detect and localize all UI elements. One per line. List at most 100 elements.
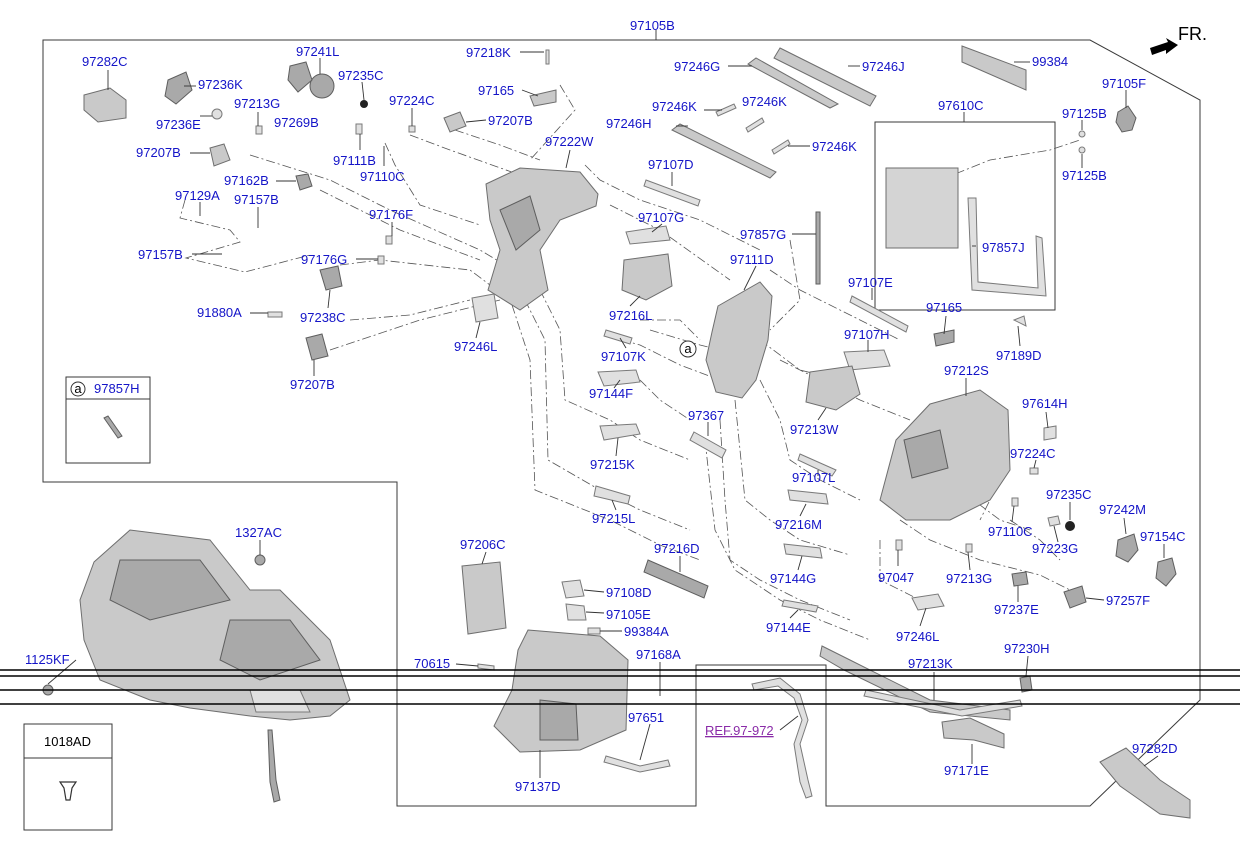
callout-97213w: 97213W — [790, 422, 839, 437]
callout-97223g: 97223G — [1032, 541, 1078, 556]
callout-1125kf: 1125KF — [25, 652, 70, 667]
part-97857g — [815, 211, 821, 285]
callout-97047: 97047 — [878, 570, 914, 585]
callout-97108d: 97108D — [606, 585, 652, 600]
callout-97235c: 97235C — [1046, 487, 1092, 502]
part-97154c — [1155, 557, 1177, 587]
callout-97367: 97367 — [688, 408, 724, 423]
callout-97216d: 97216D — [654, 541, 700, 556]
part-97222w-detail — [499, 195, 541, 251]
callout-97241l: 97241L — [296, 44, 339, 59]
callout-97111d: 97111D — [730, 252, 774, 267]
part-97144g — [783, 543, 823, 559]
part-99384 — [961, 45, 1027, 91]
callout-97246k: 97246K — [812, 139, 857, 154]
callout-97238c: 97238C — [300, 310, 346, 325]
callout-97651: 97651 — [628, 710, 664, 725]
callout-97107h: 97107H — [844, 327, 890, 342]
part-97215l — [593, 485, 631, 505]
inset-a-marker-text: a — [74, 381, 82, 396]
callout-97168a: 97168A — [636, 647, 681, 662]
callout-97610c: 97610C — [938, 98, 984, 113]
part-97651 — [603, 755, 671, 773]
part-97257f — [1063, 585, 1087, 609]
part-97047 — [895, 539, 903, 551]
callout-97189d: 97189D — [996, 348, 1042, 363]
screw-icon — [58, 781, 78, 801]
part-97246k-c — [771, 139, 791, 155]
callout-97129a: 97129A — [175, 188, 220, 203]
part-97216m — [787, 489, 829, 505]
assembled-hvac-unit — [79, 529, 351, 721]
part-97246l-a — [471, 293, 499, 323]
part-70615 — [477, 663, 495, 671]
callout-97107l: 97107L — [792, 470, 835, 485]
part-shapes — [42, 45, 1191, 819]
callout-97110c: 97110C — [360, 169, 405, 184]
part-97162b — [295, 173, 313, 191]
assembled-hvac-detail — [109, 559, 231, 621]
part-97125b-a — [1078, 130, 1086, 138]
inset-a: a 97857H — [65, 376, 151, 464]
callout-97224c: 97224C — [1010, 446, 1056, 461]
callout-97235c: 97235C — [338, 68, 384, 83]
part-97213g-b — [965, 543, 973, 553]
marker-a-circle — [679, 340, 697, 358]
callout-97111b: 97111B — [333, 153, 376, 168]
part-99384a — [587, 627, 601, 635]
part-97238c — [319, 265, 343, 291]
callout-1327ac: 1327AC — [235, 525, 282, 540]
part-97212s-detail — [903, 429, 949, 479]
part-97107h — [843, 349, 891, 371]
part-97222w — [485, 167, 599, 311]
core-box — [874, 121, 1056, 311]
part-assembled-hose — [267, 729, 281, 803]
callout-97154c: 97154C — [1140, 529, 1186, 544]
part-97224c-b — [1029, 467, 1039, 475]
part-97137d-detail — [539, 699, 579, 741]
callout-97237e: 97237E — [994, 602, 1039, 617]
callout-97212s: 97212S — [944, 363, 989, 378]
part-97207b-c — [305, 333, 329, 361]
callout-97206c: 97206C — [460, 537, 506, 552]
inset-a-marker — [70, 381, 86, 397]
part-97105e — [565, 603, 587, 621]
part-97165-a — [529, 89, 557, 107]
callout-97230h: 97230H — [1004, 641, 1050, 656]
part-1327ac — [254, 554, 266, 566]
part-97176f — [385, 235, 393, 245]
callout-99384: 99384 — [1032, 54, 1068, 69]
callout-97207b: 97207B — [488, 113, 533, 128]
callout-97162b: 97162B — [224, 173, 269, 188]
inset-fastener: 1018AD — [23, 723, 113, 831]
callout-97257f: 97257F — [1106, 593, 1150, 608]
part-97235c-b — [1065, 521, 1075, 531]
part-97189d — [1012, 315, 1027, 327]
part-97246g — [747, 57, 840, 109]
part-97246k-a — [715, 103, 737, 117]
callout-91880a: 91880A — [197, 305, 242, 320]
callout-97236e: 97236E — [156, 117, 201, 132]
callout-97246h: 97246H — [606, 116, 652, 131]
callout-97176g: 97176G — [301, 252, 347, 267]
callout-97213g: 97213G — [946, 571, 992, 586]
part-97614h — [1043, 425, 1057, 441]
part-97269b — [287, 61, 313, 93]
callout-97125b: 97125B — [1062, 168, 1107, 183]
part-97213k — [819, 645, 1011, 721]
callout-97157b: 97157B — [234, 192, 279, 207]
callout-97857g: 97857G — [740, 227, 786, 242]
callout-97144f: 97144F — [589, 386, 633, 401]
part-97107e — [849, 295, 909, 333]
part-97224c-a — [408, 125, 416, 133]
part-97857j — [967, 197, 1047, 297]
part-97367 — [689, 431, 727, 459]
callout-97107e: 97107E — [848, 275, 893, 290]
part-97176g — [377, 255, 385, 265]
callout-97107g: 97107G — [638, 210, 684, 225]
part-97144f — [597, 369, 641, 387]
part-97213g-a — [255, 125, 263, 135]
callout-97246l: 97246L — [454, 339, 497, 354]
callout-97144g: 97144G — [770, 571, 816, 586]
